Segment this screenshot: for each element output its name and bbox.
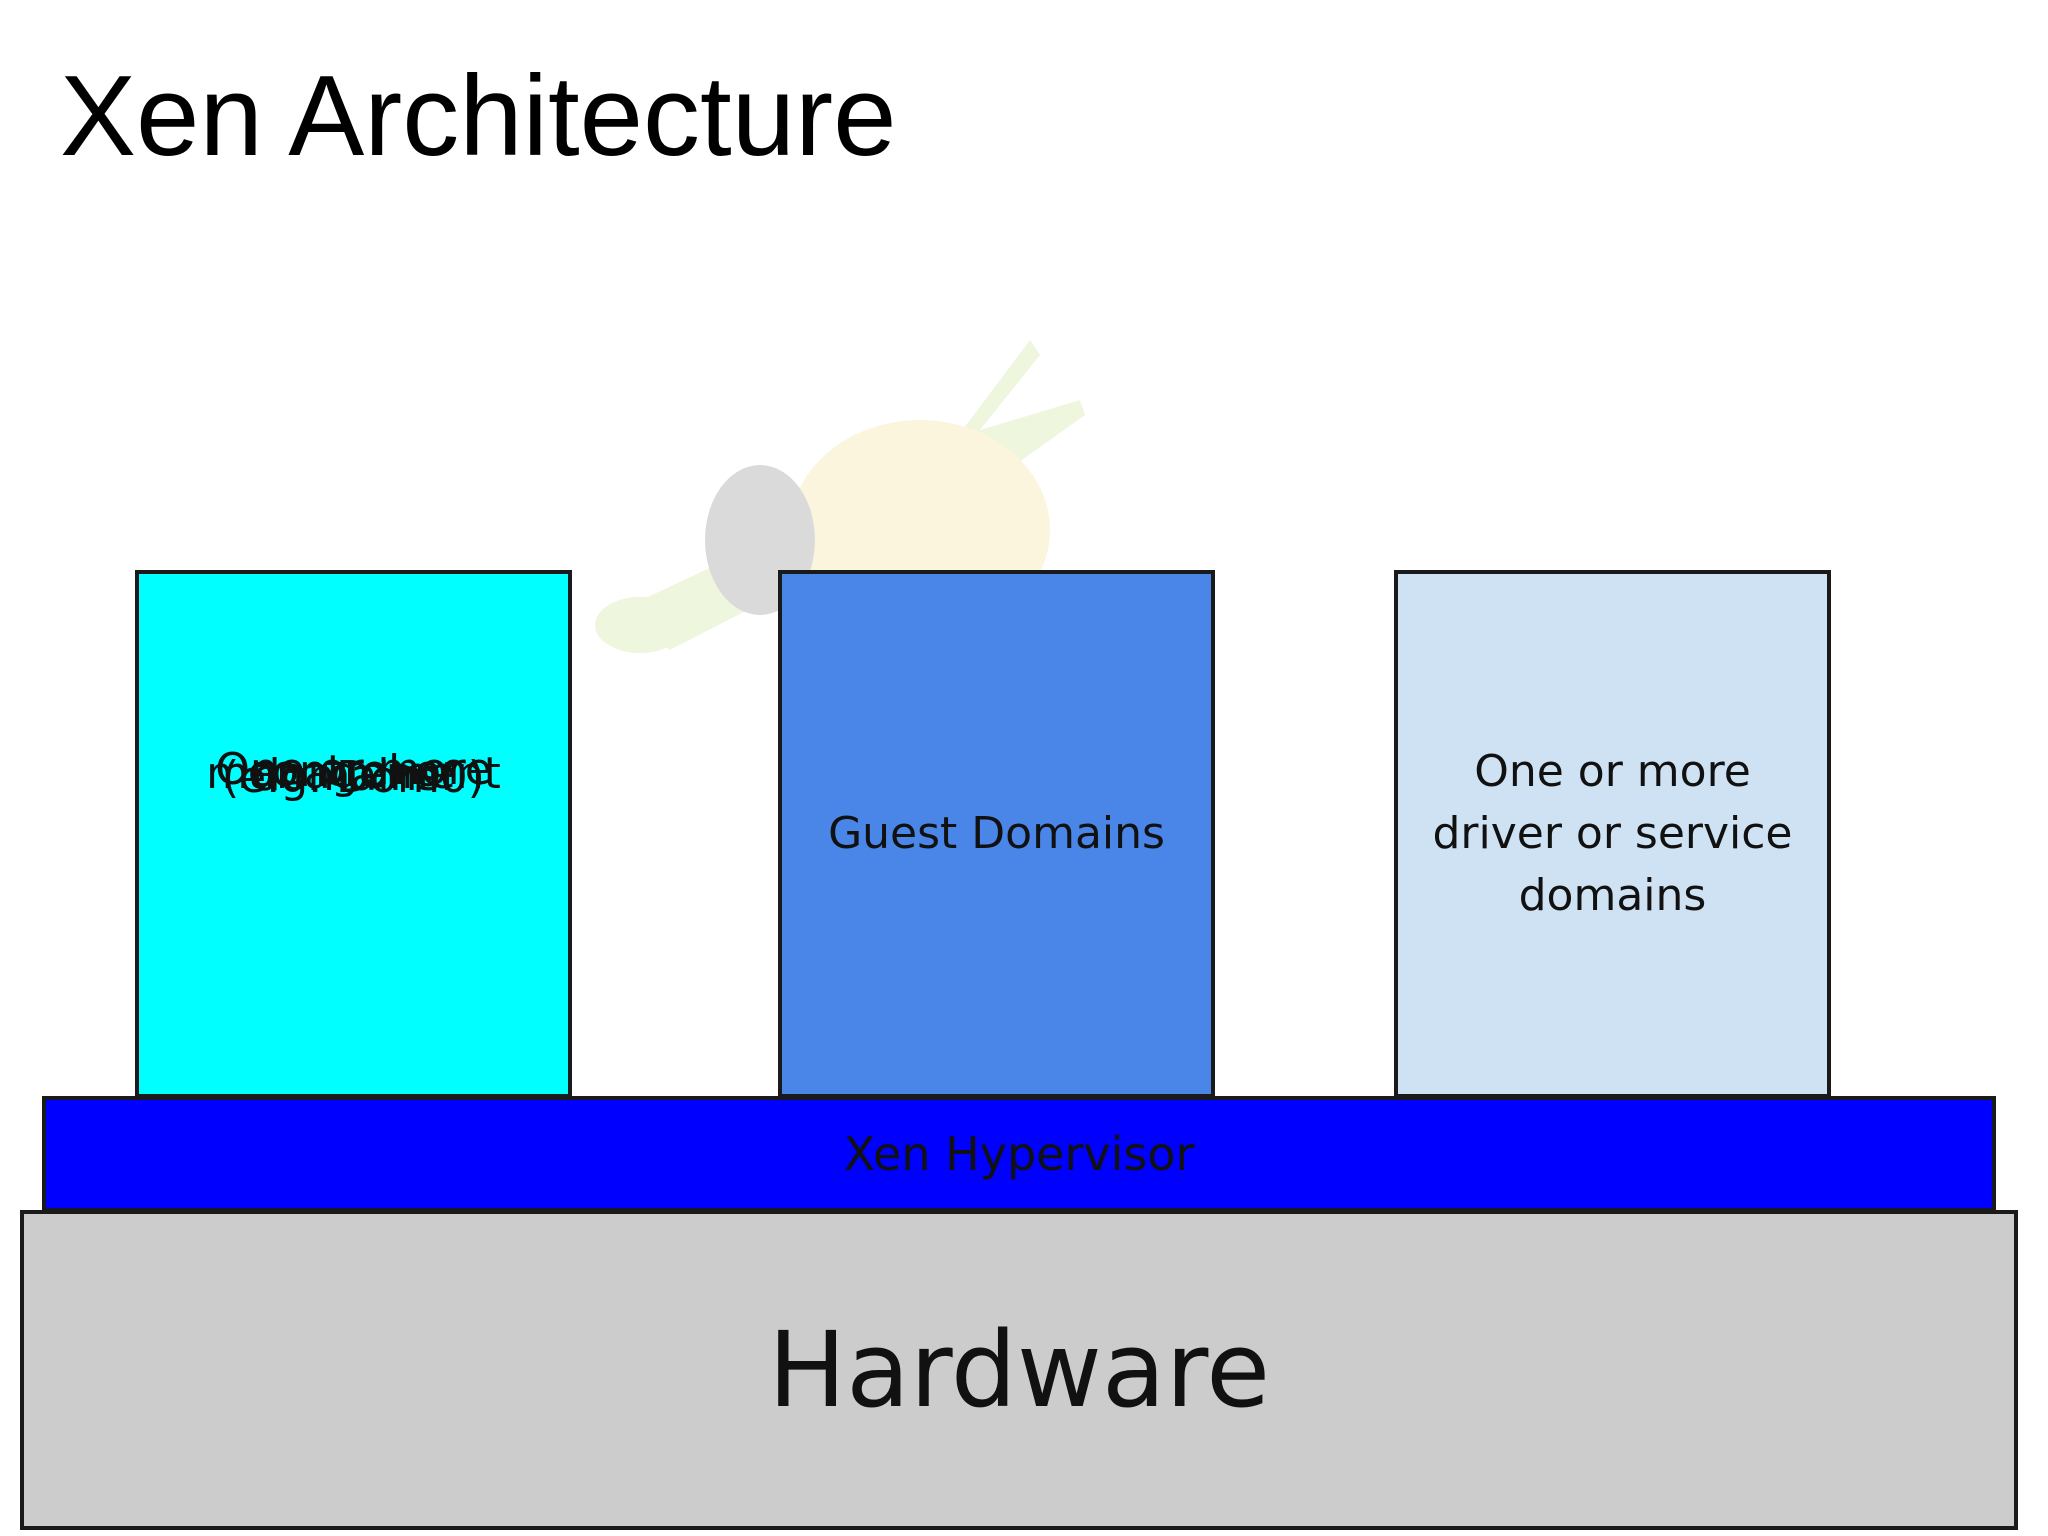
driver-domains-line-1: One or more [1474,746,1751,797]
control-domains-box: One or more control or management domain… [135,570,572,1098]
control-domains-line-3: management [206,748,501,799]
driver-domains-box: One or more driver or service domains [1394,570,1831,1098]
driver-domains-line-3: domains [1518,870,1707,921]
driver-domains-line-2: driver or service [1432,808,1793,859]
hardware-layer: Hardware [20,1210,2018,1530]
hypervisor-layer: Xen Hypervisor [42,1096,1996,1212]
control-domains-line-1: One or more [215,744,492,795]
control-domains-line-2: control or [247,746,460,797]
control-domains-line-4: domains. [252,750,455,801]
guest-domains-box: Guest Domains [778,570,1215,1098]
slide-title: Xen Architecture [60,53,897,180]
driver-domains-label: One or more driver or service domains [1432,741,1792,927]
hardware-label: Hardware [767,1309,1271,1431]
guest-domains-label: Guest Domains [828,808,1165,859]
control-domains-label: One or more control or management domain… [206,744,501,809]
control-domains-line-5: (e.g. Dom0) [222,752,485,803]
hypervisor-label: Xen Hypervisor [843,1127,1195,1181]
